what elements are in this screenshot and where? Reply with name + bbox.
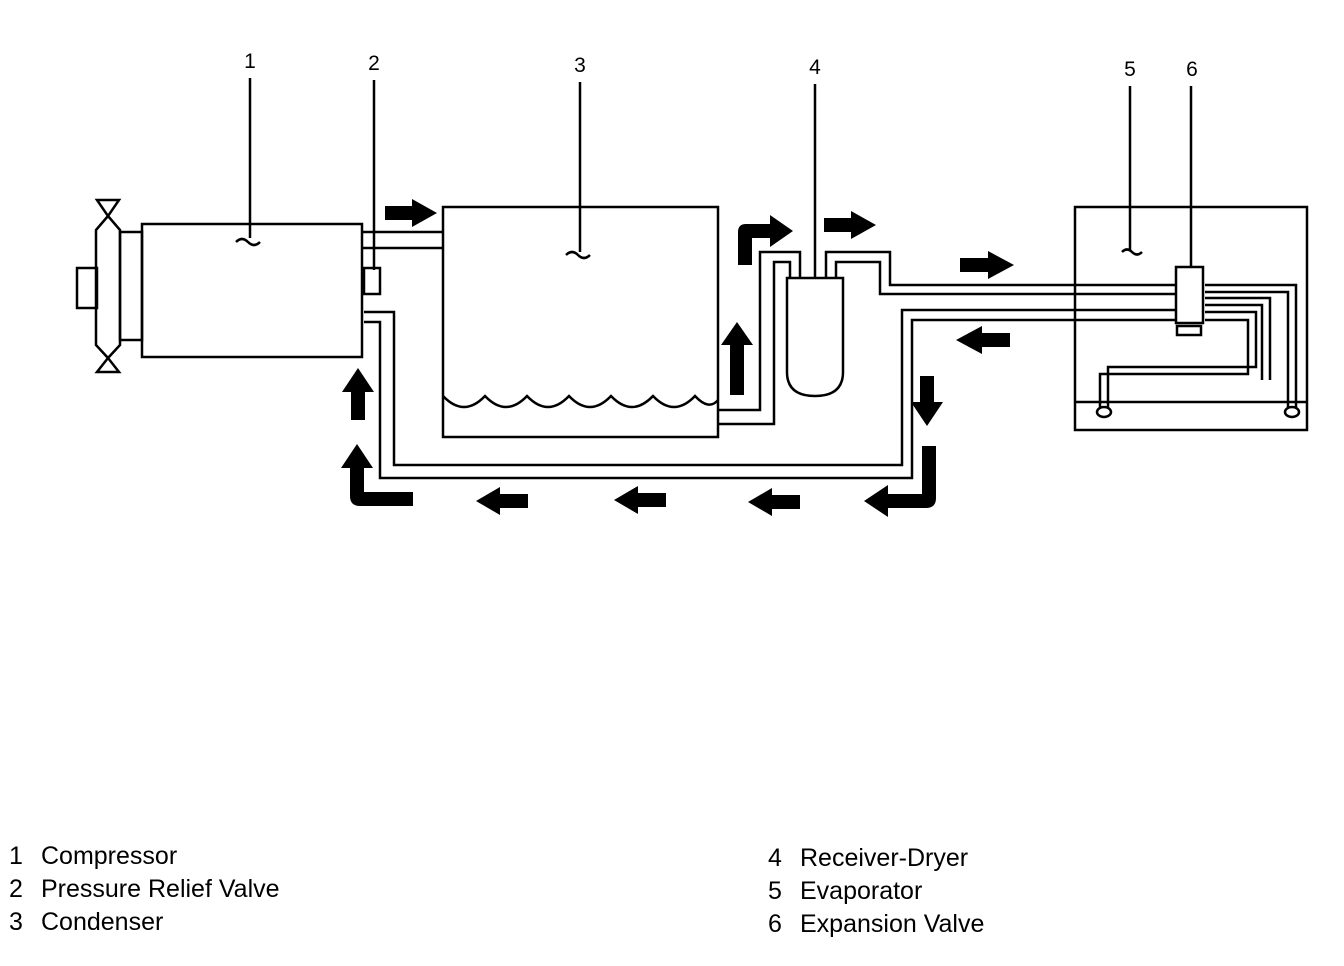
pressure-relief-valve	[362, 266, 382, 296]
flow-arrow-left	[956, 326, 1010, 354]
legend-label: Pressure Relief Valve	[41, 875, 280, 903]
expansion-valve-body	[1174, 265, 1205, 325]
callout-numbers: 1 2 3 4 5 6	[244, 50, 1198, 81]
legend-item: 1 Compressor	[9, 840, 280, 873]
flow-arrow-right	[960, 251, 1014, 279]
evaporator-pointer-squiggle	[1121, 248, 1143, 256]
legend-label: Receiver-Dryer	[800, 844, 969, 872]
flow-arrow-left	[476, 487, 528, 515]
legend-number: 4	[768, 844, 782, 872]
evaporator-coil-mid	[1205, 296, 1272, 380]
legend-item: 6 Expansion Valve	[768, 908, 984, 941]
evaporator-coil-outer	[1205, 283, 1298, 408]
legend-number: 3	[9, 908, 23, 936]
legend-item: 5 Evaporator	[768, 875, 984, 908]
evaporator-drain-left	[1095, 405, 1113, 419]
legend-label: Evaporator	[800, 877, 923, 905]
condenser-pointer-squiggle	[565, 250, 591, 260]
liquid-line-in	[718, 250, 802, 426]
callout-number: 5	[1124, 58, 1136, 81]
legend-left: 1 Compressor 2 Pressure Relief Valve 3 C…	[9, 840, 280, 939]
legend-label: Expansion Valve	[800, 910, 985, 938]
flow-arrow-left	[614, 486, 666, 514]
legend-item: 3 Condenser	[9, 906, 280, 939]
legend-number: 1	[9, 842, 23, 870]
legend-item: 2 Pressure Relief Valve	[9, 873, 280, 906]
evaporator-coil-inner	[1098, 310, 1258, 408]
flow-arrow-curved	[864, 446, 936, 517]
flow-arrow-right	[385, 199, 437, 227]
legend-number: 6	[768, 910, 782, 938]
expansion-valve	[1174, 265, 1205, 337]
legend-number: 2	[9, 875, 23, 903]
flow-arrow-up	[342, 368, 374, 420]
refrigerant-lines	[362, 230, 1176, 480]
callout-number: 4	[809, 56, 821, 79]
flow-arrow-down	[911, 376, 943, 426]
compressor	[75, 198, 364, 374]
flow-arrow-right	[824, 211, 876, 239]
flow-arrow-curved	[341, 444, 413, 506]
compressor-shaft	[75, 266, 99, 310]
condenser-liquid-wave	[442, 394, 719, 409]
legend-right: 4 Receiver-Dryer 5 Evaporator 6 Expansio…	[768, 842, 984, 941]
legend-label: Compressor	[41, 842, 178, 870]
compressor-neck	[118, 230, 144, 342]
compressor-pointer-squiggle	[235, 237, 261, 247]
callout-number: 6	[1186, 58, 1198, 81]
expansion-valve-base	[1175, 324, 1203, 337]
receiver-dryer	[785, 276, 845, 398]
callout-number: 1	[244, 50, 256, 73]
flow-arrows	[341, 199, 1014, 517]
compressor-body	[140, 222, 364, 359]
flow-arrow-curved	[738, 215, 793, 265]
legend-label: Condenser	[41, 908, 164, 936]
callout-leaders	[248, 78, 1193, 278]
flow-arrow-up	[721, 322, 753, 395]
legend-item: 4 Receiver-Dryer	[768, 842, 984, 875]
legend-number: 5	[768, 877, 782, 905]
flow-arrow-left	[748, 488, 800, 516]
evaporator-drain-right	[1283, 405, 1301, 419]
discharge-line	[362, 230, 443, 250]
liquid-line-out	[824, 250, 1176, 296]
callout-number: 2	[368, 52, 380, 75]
suction-line	[364, 308, 1176, 480]
callout-number: 3	[574, 54, 586, 77]
compressor-pulley	[94, 198, 122, 374]
